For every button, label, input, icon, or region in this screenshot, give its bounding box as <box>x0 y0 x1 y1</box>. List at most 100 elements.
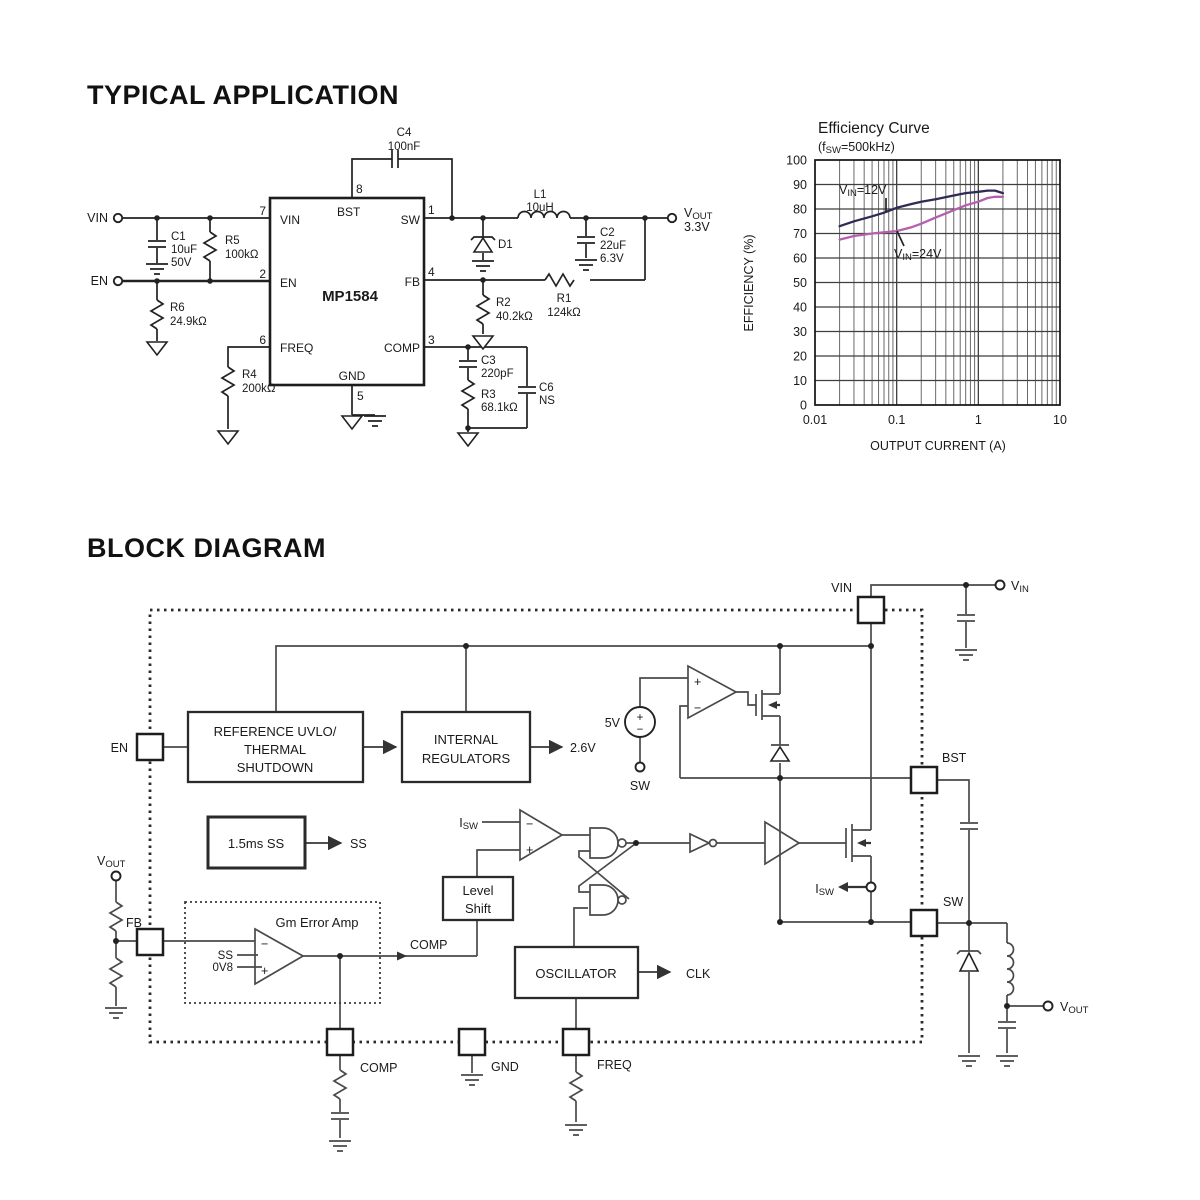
sw-sense-terminal <box>634 761 646 773</box>
pwm-comparator-triangle <box>519 808 564 862</box>
r6-ground-icon <box>146 341 168 356</box>
bst-comp-plus: + <box>694 675 701 689</box>
c6-value: NS <box>539 395 555 407</box>
gm-amp-plus: + <box>261 964 268 978</box>
gnd-pin-ground-icon <box>341 415 363 430</box>
en-terminal: EN <box>91 274 124 288</box>
ic-body <box>268 196 426 387</box>
ic-name: MP1584 <box>322 288 379 305</box>
gnd-pin-earth-icon <box>363 415 387 427</box>
c1-value: 10uF <box>171 244 197 256</box>
comp-pad <box>325 1027 355 1057</box>
c6-ref: C6 <box>539 382 554 394</box>
resistor-r1: R1 124kΩ <box>544 273 581 319</box>
r4-ground-icon <box>217 430 239 445</box>
output-cap-ground-icon <box>995 1055 1019 1067</box>
5v-source-plus: + <box>637 712 644 724</box>
l1-symbol <box>517 210 571 219</box>
chart-subtitle-post: =500kHz) <box>841 140 895 154</box>
catch-diode-ground-icon <box>957 1055 981 1067</box>
vout-left-circle <box>110 870 122 882</box>
sense-fet-body-arrow <box>768 701 777 709</box>
isw-tap-pre: I <box>815 882 818 896</box>
pin-label-freq: FREQ <box>280 341 313 355</box>
isw-sub: SW <box>463 821 478 832</box>
r6-value: 24.9kΩ <box>170 316 207 328</box>
c2-value: 22uF <box>600 240 626 252</box>
chart-y-axis-label: EFFICIENCY (%) <box>742 235 756 332</box>
fb-pad <box>135 927 165 957</box>
c4-value: 100nF <box>388 141 421 153</box>
c2-symbol <box>576 236 596 244</box>
y-tick-label: 10 <box>793 374 807 388</box>
vout-terminal-circle <box>666 212 678 224</box>
isw-tap-arrow <box>838 882 848 892</box>
gm-amp-ref-input-label: 0V8 <box>213 962 233 974</box>
chart-subtitle-sub: SW <box>826 145 841 156</box>
isw-input-label: ISW <box>459 816 478 832</box>
gnd-pad <box>457 1027 487 1057</box>
efficiency-curve-vin12v <box>838 189 1005 228</box>
ann12-pre: V <box>839 183 848 197</box>
package-pads: EN VIN BST SW FB COMP GND FREQ <box>111 581 967 1075</box>
capacitor-c3: C3 220pF <box>458 355 514 380</box>
vin-ext-terminal: VIN <box>994 579 1029 595</box>
r4-symbol <box>221 366 235 397</box>
isw-pre: I <box>459 816 462 830</box>
clk-label: CLK <box>686 967 711 981</box>
r3-ref: R3 <box>481 389 496 401</box>
en-terminal-label: EN <box>91 274 108 288</box>
l1-ref: L1 <box>534 189 547 201</box>
bootstrap-cap <box>959 822 979 830</box>
ann24-post: =24V <box>912 247 942 261</box>
pwm-comparator: − + ISW <box>459 808 564 862</box>
r3-ground-icon <box>457 432 479 447</box>
pin-label-bst: BST <box>337 205 361 219</box>
level-shift-line1: Level <box>462 883 493 898</box>
l1-value: 10uH <box>526 202 554 214</box>
reference-line1: REFERENCE UVLO/ <box>214 724 337 739</box>
internal-line1: INTERNAL <box>434 732 498 747</box>
c1-ground-icon <box>145 263 169 275</box>
sw-sense-label: SW <box>630 779 650 793</box>
c2-ref: C2 <box>600 227 615 239</box>
gate-driver-buffer <box>764 820 801 866</box>
vout-label-sub: OUT <box>692 211 712 222</box>
capacitor-c4: C4 100nF <box>388 127 421 169</box>
pin-label-gnd: GND <box>339 369 366 383</box>
r5-symbol <box>203 231 217 262</box>
gm-amp-dashed-box <box>184 901 381 1004</box>
gm-amp-ss-input-label: SS <box>218 950 234 962</box>
en-terminal-circle <box>112 275 124 287</box>
ic-gnd-grounds <box>341 415 387 430</box>
resistor-r5: R5 100kΩ <box>203 231 259 262</box>
mp1584-ic: MP1584 VIN EN FREQ BST SW FB COMP GND 7 … <box>259 182 435 403</box>
resistor-r2: R2 40.2kΩ <box>472 294 533 350</box>
y-tick-label: 40 <box>793 301 807 315</box>
vin-pad-label: VIN <box>831 581 852 595</box>
isw-tap: ISW <box>815 881 877 898</box>
vout-label-v: V <box>684 206 693 220</box>
c6-symbol <box>517 386 537 394</box>
fet-body-arrow <box>857 839 866 847</box>
vout-ext-terminal: VOUT <box>1042 1000 1089 1016</box>
resistor-r4: R4 200kΩ <box>217 366 276 445</box>
ann24-sub: IN <box>902 252 912 263</box>
vout-left-sub: OUT <box>105 859 125 870</box>
r1-symbol <box>544 273 575 287</box>
reference-uvlo-block: REFERENCE UVLO/ THERMAL SHUTDOWN <box>186 710 365 784</box>
5v-label: 5V <box>605 716 621 730</box>
annotation-leader-24v <box>896 230 905 247</box>
y-tick-label: 60 <box>793 252 807 266</box>
gnd-pad-label: GND <box>491 1060 519 1074</box>
fb-bottom-resistor <box>109 957 123 988</box>
c3-value: 220pF <box>481 368 514 380</box>
isw-tap-circle <box>865 881 877 893</box>
pin-num-5: 5 <box>357 389 364 403</box>
vin-ext-pre: V <box>1011 579 1020 593</box>
y-tick-label: 0 <box>800 399 807 413</box>
comp-flow-arrow <box>397 951 407 961</box>
vout-ext-circle <box>1042 1000 1054 1012</box>
